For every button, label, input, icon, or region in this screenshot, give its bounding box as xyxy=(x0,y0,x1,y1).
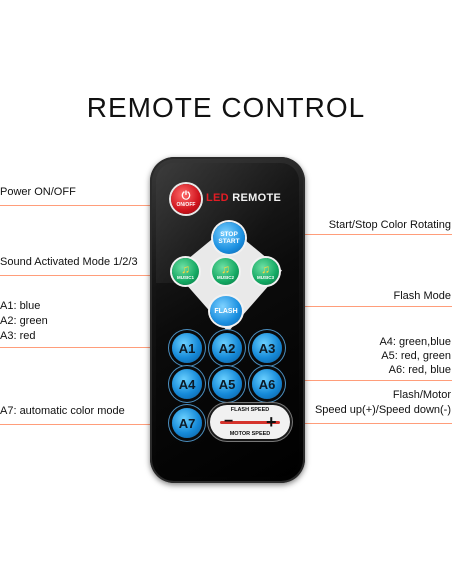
a2-label: A2 xyxy=(218,340,236,356)
callout-a7: A7: automatic color mode xyxy=(0,405,125,417)
music-note-icon: ♫ xyxy=(261,262,270,276)
power-button[interactable]: ⏻ ON/OFF xyxy=(171,184,201,214)
callout-speed-title: Flash/Motor xyxy=(392,389,451,401)
a6-button[interactable]: A6 xyxy=(252,369,282,399)
music-note-icon: ♫ xyxy=(221,262,230,276)
power-button-label: ON/OFF xyxy=(176,201,196,208)
callout-line-sound xyxy=(0,275,180,276)
a3-button[interactable]: A3 xyxy=(252,333,282,363)
a1-label: A1 xyxy=(178,340,196,356)
a7-button[interactable]: A7 xyxy=(172,408,202,438)
music3-button[interactable]: ♫ MUSIC3 xyxy=(252,258,279,285)
callout-a1: A1: blue xyxy=(0,300,41,312)
music1-label: MUSIC1 xyxy=(176,275,194,280)
callout-a6: A6: red, blue xyxy=(388,364,451,376)
callout-a5: A5: red, green xyxy=(381,350,451,362)
callout-line-speed xyxy=(276,423,452,424)
a3-label: A3 xyxy=(258,340,276,356)
speed-up-button[interactable]: + xyxy=(266,412,277,432)
callout-line-start-stop xyxy=(238,234,452,235)
a7-label: A7 xyxy=(178,415,196,431)
power-icon: ⏻ xyxy=(181,189,191,202)
speed-slot xyxy=(220,421,280,424)
callout-line-a7 xyxy=(0,424,180,425)
page-title: REMOTE CONTROL xyxy=(86,92,366,123)
callout-line-a4-a6 xyxy=(276,380,452,381)
speed-down-button[interactable]: − xyxy=(224,413,234,430)
callout-line-power xyxy=(0,205,178,206)
callout-a2: A2: green xyxy=(0,315,48,327)
music-note-icon: ♫ xyxy=(181,262,190,276)
a5-label: A5 xyxy=(218,376,236,392)
callout-start-stop: Start/Stop Color Rotating xyxy=(328,219,451,231)
callout-sound: Sound Activated Mode 1/2/3 xyxy=(0,256,138,268)
flash-label: FLASH xyxy=(214,307,238,315)
callout-line-a1-a3 xyxy=(0,347,180,348)
a2-button[interactable]: A2 xyxy=(212,333,242,363)
stop-start-button[interactable]: STOP START xyxy=(213,222,245,254)
callout-speed-desc: Speed up(+)/Speed down(-) xyxy=(314,404,451,416)
callout-flash-mode: Flash Mode xyxy=(393,290,451,302)
start-label: START xyxy=(218,238,240,245)
music2-button[interactable]: ♫ MUSIC2 xyxy=(212,258,239,285)
a5-button[interactable]: A5 xyxy=(212,369,242,399)
music3-label: MUSIC3 xyxy=(256,275,274,280)
a1-button[interactable]: A1 xyxy=(172,333,202,363)
a6-label: A6 xyxy=(258,376,276,392)
music1-button[interactable]: ♫ MUSIC1 xyxy=(172,258,199,285)
music2-label: MUSIC2 xyxy=(216,275,234,280)
speed-rocker[interactable]: FLASH SPEED − + MOTOR SPEED xyxy=(210,405,290,439)
a4-button[interactable]: A4 xyxy=(172,369,202,399)
a4-label: A4 xyxy=(178,376,196,392)
brand-led: LED xyxy=(206,192,229,204)
callout-line-flash xyxy=(238,306,452,307)
motor-speed-label: MOTOR SPEED xyxy=(229,431,271,437)
brand-label: LED REMOTE xyxy=(206,192,281,204)
stop-label: STOP xyxy=(220,231,238,238)
brand-remote: REMOTE xyxy=(232,192,282,204)
flash-button[interactable]: FLASH xyxy=(210,296,242,326)
callout-a3: A3: red xyxy=(0,330,36,342)
callout-power: Power ON/OFF xyxy=(0,186,76,198)
callout-a4: A4: green,blue xyxy=(379,336,451,348)
flash-speed-label: FLASH SPEED xyxy=(230,407,270,413)
